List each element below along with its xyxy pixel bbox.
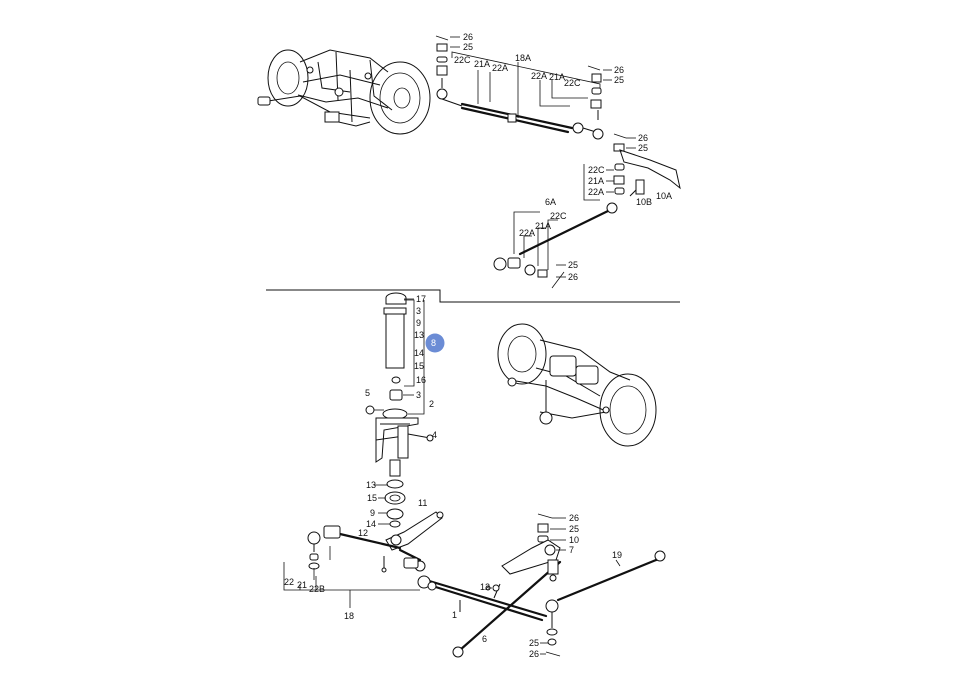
callout-1: 1 [452, 610, 457, 620]
callout-9: 9 [370, 508, 375, 518]
callout-26: 26 [529, 649, 539, 659]
callout-16: 16 [416, 375, 426, 385]
callout-22a: 22A [519, 228, 535, 238]
callout-18a: 18A [515, 53, 531, 63]
callout-17: 17 [416, 294, 426, 304]
callout-22c: 22C [564, 78, 581, 88]
callout-25: 25 [463, 42, 473, 52]
rear-axle-illustration [497, 323, 657, 447]
strut-stack [365, 292, 434, 463]
callout-5: 5 [365, 388, 370, 398]
callout-4: 4 [432, 430, 437, 440]
callout-22a: 22A [492, 63, 508, 73]
callout-26: 26 [569, 513, 579, 523]
tie-rod-assembly-top [435, 35, 604, 140]
callout-26: 26 [568, 272, 578, 282]
tie-rod-assembly-middle [493, 133, 681, 289]
callout-8: 8 [431, 338, 436, 348]
callout-14: 14 [414, 348, 424, 358]
callout-10: 10 [569, 535, 579, 545]
callout-22a: 22A [531, 71, 547, 81]
center-linkage-bottom [283, 459, 666, 658]
callout-2: 2 [429, 399, 434, 409]
callout-10b: 10B [636, 197, 652, 207]
hotspot-callout-8[interactable]: 8 [425, 333, 445, 353]
callout-7: 7 [569, 545, 574, 555]
callout-21a: 21A [535, 221, 551, 231]
callout-13: 13 [366, 480, 376, 490]
callout-19: 19 [612, 550, 622, 560]
callout-26: 26 [463, 32, 473, 42]
callout-9: 9 [416, 318, 421, 328]
callout-25: 25 [569, 524, 579, 534]
callout-21a: 21A [588, 176, 604, 186]
callout-22c: 22C [588, 165, 605, 175]
callout-22: 22 [284, 577, 294, 587]
callout-15: 15 [367, 493, 377, 503]
callouts: 26 25 22C 21A 22A 18A 22A 21A 22C 26 25 … [284, 32, 672, 659]
callout-13: 13 [414, 330, 424, 340]
callout-3: 3 [416, 390, 421, 400]
callout-26: 26 [638, 133, 648, 143]
front-axle-illustration [257, 49, 431, 135]
callout-6: 6 [482, 634, 487, 644]
callout-22c: 22C [454, 55, 471, 65]
callout-25: 25 [614, 75, 624, 85]
callout-22c: 22C [550, 211, 567, 221]
callout-3: 3 [416, 306, 421, 316]
callout-22b: 22B [309, 584, 325, 594]
callout-22a: 22A [588, 187, 604, 197]
callout-25: 25 [529, 638, 539, 648]
callout-18: 18 [344, 611, 354, 621]
callout-12: 12 [358, 528, 368, 538]
callout-25: 25 [568, 260, 578, 270]
leader-lines [374, 36, 636, 655]
callout-21a: 21A [474, 59, 490, 69]
callout-6a: 6A [545, 197, 556, 207]
callout-15: 15 [414, 361, 424, 371]
callout-11: 11 [418, 498, 427, 508]
callout-10a: 10A [656, 191, 672, 201]
callout-25: 25 [638, 143, 648, 153]
callout-26: 26 [614, 65, 624, 75]
section-divider [266, 289, 680, 303]
callout-21a: 21A [549, 72, 565, 82]
callout-14: 14 [366, 519, 376, 529]
callout-12: 12 [480, 582, 490, 592]
callout-21: 21 [297, 580, 307, 590]
